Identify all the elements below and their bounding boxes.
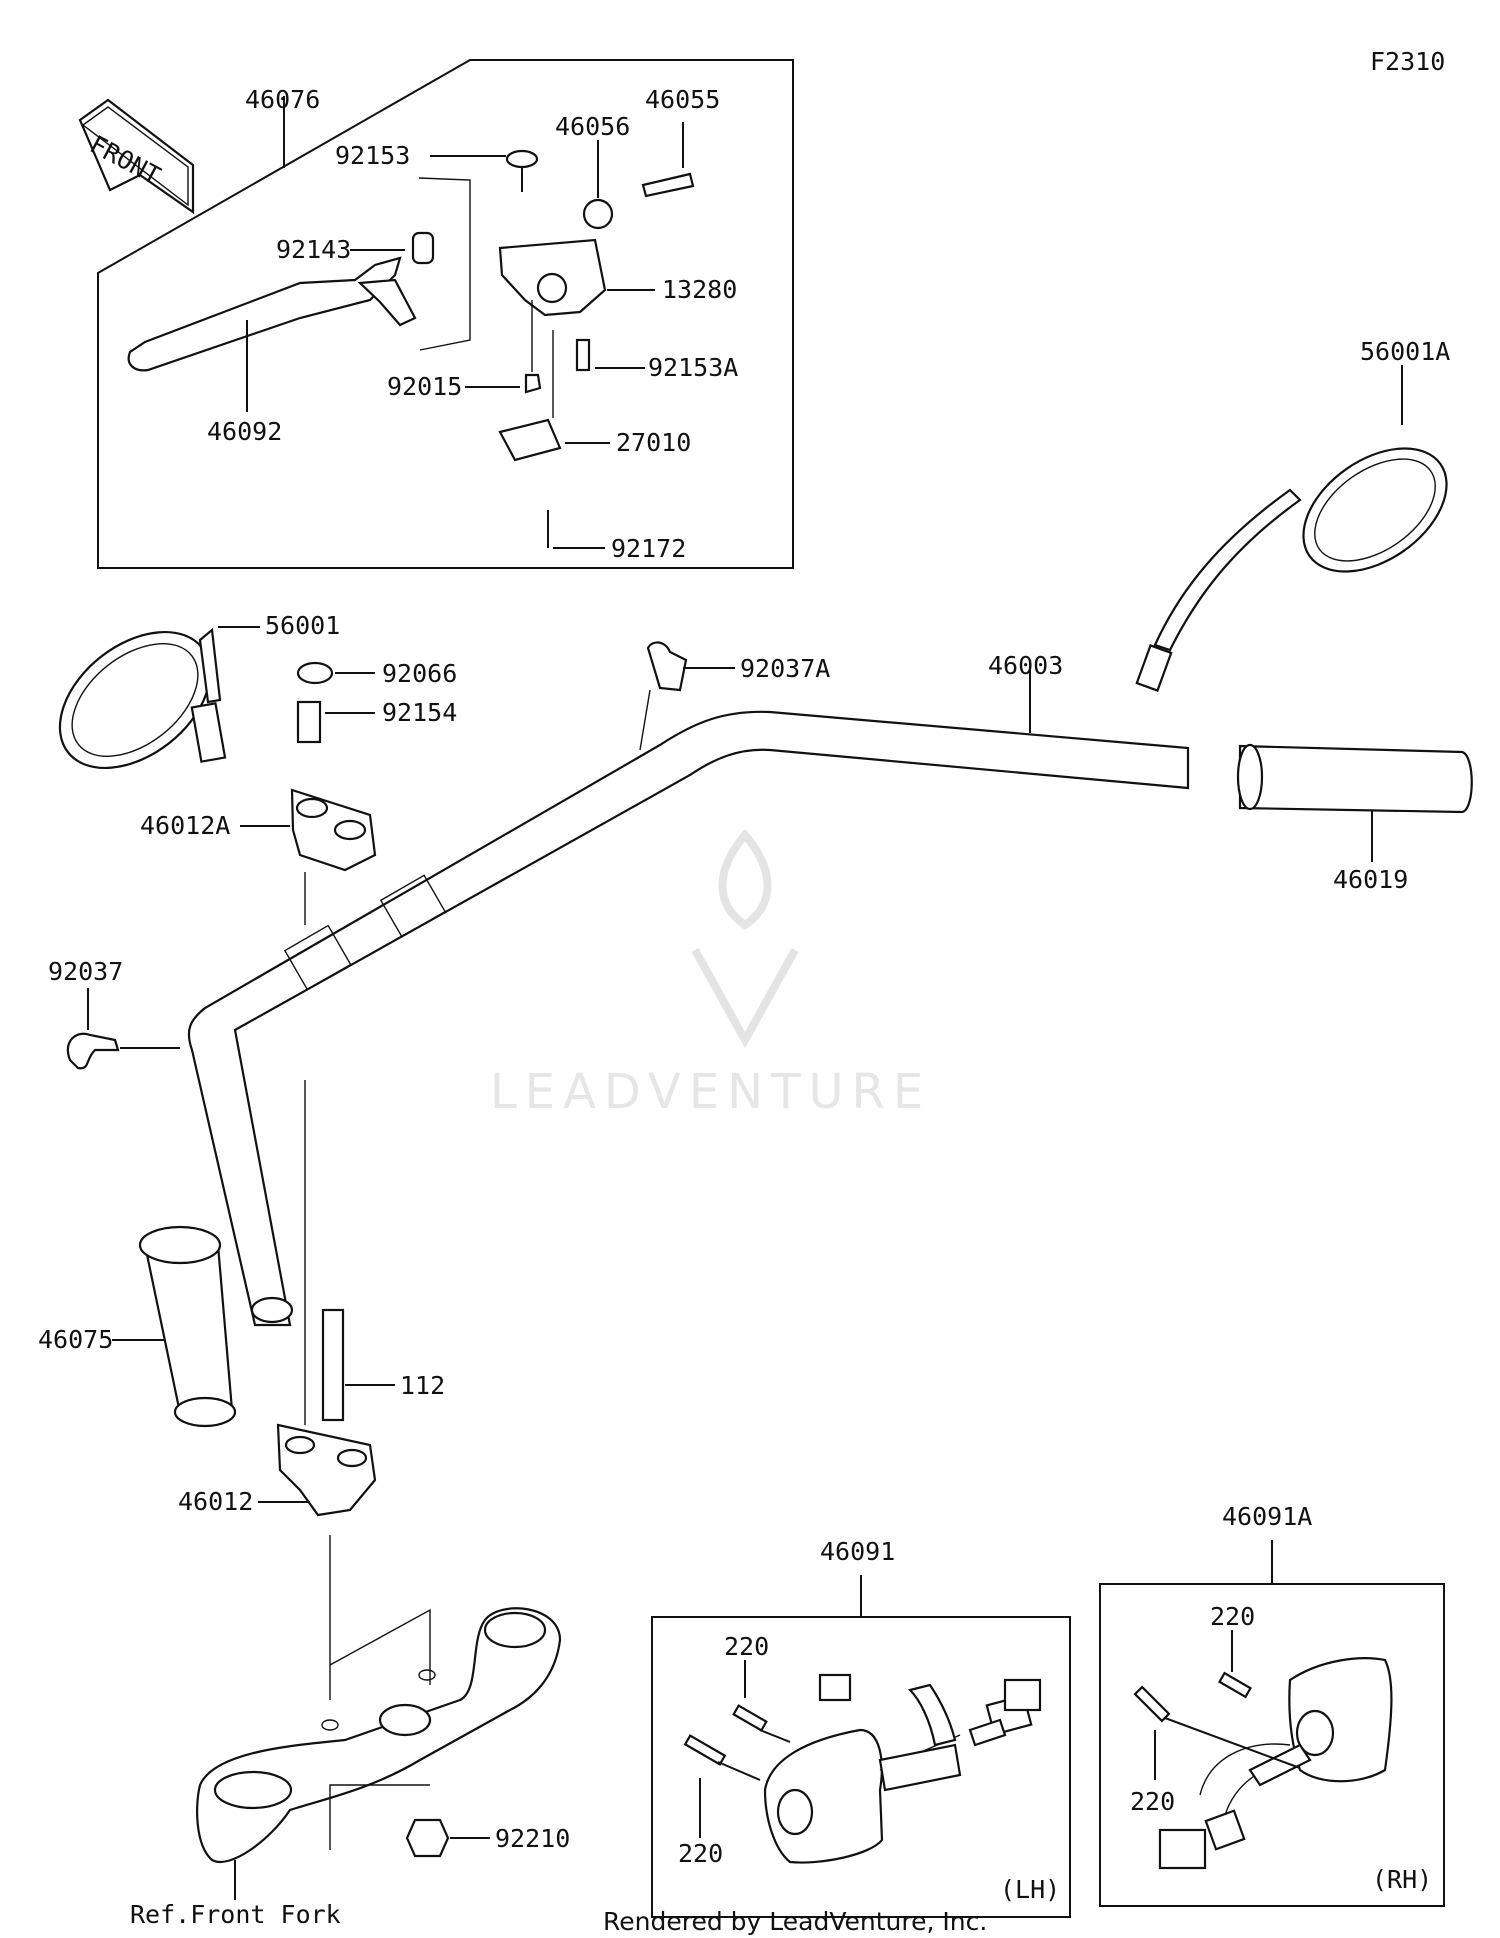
label-46091A: 46091A — [1222, 1502, 1312, 1531]
label-92037A: 92037A — [740, 654, 830, 683]
right-grip-46019: 46019 — [1236, 743, 1473, 894]
upper-clamp-46012A: 46012A — [140, 788, 377, 925]
mirror-right-56001A: 56001A — [1135, 337, 1450, 692]
clip-92037A — [646, 641, 688, 692]
label-46055: 46055 — [645, 85, 720, 114]
label-92154: 92154 — [382, 698, 457, 727]
rh-side-label: (RH) — [1372, 1865, 1432, 1894]
leadventure-logo-icon — [691, 828, 799, 1049]
cap-92066 — [296, 661, 334, 685]
lh-side-label: (LH) — [1000, 1875, 1060, 1904]
left-grip-46075: 46075 — [38, 1225, 237, 1428]
lh-switch-inset-46091: 46091 (LH) 220 220 — [651, 1537, 1071, 1918]
label-56001: 56001 — [265, 611, 340, 640]
adjuster-46056 — [582, 198, 614, 230]
label-56001A: 56001A — [1360, 337, 1450, 366]
label-13280: 13280 — [662, 275, 737, 304]
label-220-rh-b: 220 — [1130, 1787, 1175, 1816]
label-46075: 46075 — [38, 1325, 113, 1354]
collar-92143 — [411, 231, 435, 265]
label-92153A: 92153A — [648, 353, 738, 382]
bolt-92154 — [296, 700, 322, 744]
label-92210: 92210 — [495, 1824, 570, 1853]
label-220-lh-a: 220 — [724, 1632, 769, 1661]
label-46019: 46019 — [1333, 865, 1408, 894]
label-46091: 46091 — [820, 1537, 895, 1566]
nut-92210 — [405, 1818, 450, 1858]
nut-92015 — [524, 373, 542, 394]
figure-code: F2310 — [1370, 47, 1445, 76]
handlebar-46003: 46003 — [187, 651, 1190, 1327]
mirror-left-56001: 56001 — [58, 611, 340, 770]
steering-stem-bracket: Ref.Front Fork — [130, 1607, 562, 1929]
label-46092: 46092 — [207, 417, 282, 446]
label-46012A: 46012A — [140, 811, 230, 840]
label-92172: 92172 — [611, 534, 686, 563]
label-92153: 92153 — [335, 141, 410, 170]
bolt-46055 — [641, 172, 695, 198]
label-92037: 92037 — [48, 957, 123, 986]
label-46003: 46003 — [988, 651, 1063, 680]
label-46012: 46012 — [178, 1487, 253, 1516]
label-46056: 46056 — [555, 112, 630, 141]
lever-assembly-inset: 46076 FRONT 46092 92143 92153 46056 4605… — [78, 59, 794, 569]
clip-92037 — [66, 1032, 120, 1070]
rh-switch-inset-46091A: 46091A (RH) 220 220 — [1099, 1502, 1445, 1907]
label-92143: 92143 — [276, 235, 351, 264]
footer-credit: Rendered by LeadVenture, Inc. — [603, 1907, 987, 1936]
label-112: 112 — [400, 1371, 445, 1400]
label-220-lh-b: 220 — [678, 1839, 723, 1868]
clutch-switch-27010 — [498, 418, 562, 462]
ref-front-fork: Ref.Front Fork — [130, 1900, 341, 1929]
label-92015: 92015 — [387, 372, 462, 401]
lower-clamp-46012: 46012 — [178, 1423, 377, 1700]
bolt-112 — [321, 1308, 345, 1422]
label-27010: 27010 — [616, 428, 691, 457]
label-92066: 92066 — [382, 659, 457, 688]
label-46076: 46076 — [245, 85, 320, 114]
front-arrow-icon: FRONT — [78, 98, 195, 215]
watermark-text: LEADVENTURE — [490, 1064, 931, 1120]
label-220-rh-a: 220 — [1210, 1602, 1255, 1631]
clutch-lever — [127, 256, 402, 372]
